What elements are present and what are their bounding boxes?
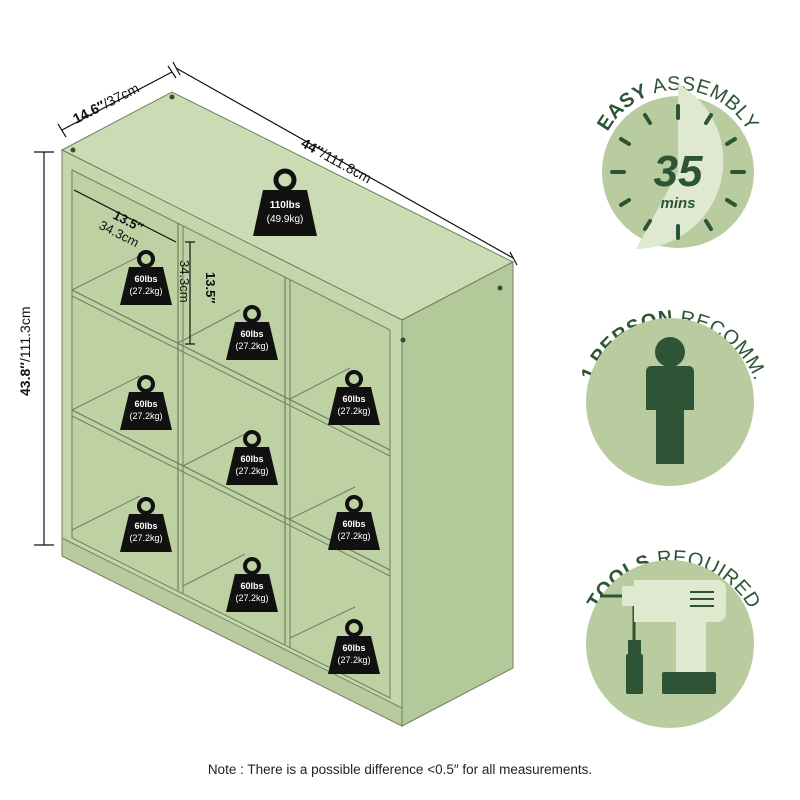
weight-cube-6: 60lbs (27.2kg) (120, 497, 172, 552)
height-inches: 43.8″ (17, 362, 33, 396)
drill-icon (600, 580, 726, 694)
weight-cube-9: 60lbs (27.2kg) (328, 619, 380, 674)
svg-text:60lbs: 60lbs (342, 394, 365, 404)
svg-text:(27.2kg): (27.2kg) (235, 466, 268, 476)
measurement-note: Note : There is a possible difference <0… (207, 762, 593, 777)
weight-icon (253, 190, 317, 236)
weight-icon (120, 514, 172, 552)
svg-text:(27.2kg): (27.2kg) (337, 531, 370, 541)
svg-text:60lbs: 60lbs (342, 643, 365, 653)
cabinet-base (61, 537, 403, 727)
assembly-unit: mins (660, 195, 695, 212)
badge-easy-assembly: EASY ASSEMBLY 35 mins (593, 73, 762, 249)
person-icon (646, 337, 694, 464)
cube-height-cm: 34.3cm (177, 260, 192, 303)
svg-text:60lbs: 60lbs (134, 521, 157, 531)
weight-icon (328, 636, 380, 674)
cabinet-side-panel (401, 261, 514, 727)
svg-text:60lbs: 60lbs (240, 329, 263, 339)
assembly-minutes: 35 (654, 147, 703, 196)
svg-text:(27.2kg): (27.2kg) (129, 411, 162, 421)
svg-text:(27.2kg): (27.2kg) (129, 533, 162, 543)
dimension-lines (34, 61, 518, 546)
weight-cube-5: 60lbs (27.2kg) (226, 430, 278, 485)
cube-height-inches: 13.5″ (203, 272, 218, 304)
weight-icon (226, 322, 278, 360)
clock-elapsed-wedge (636, 84, 724, 249)
weight-cube-3: 60lbs (27.2kg) (120, 375, 172, 430)
weight-cube-7: 60lbs (27.2kg) (328, 495, 380, 550)
clock-ticks (610, 104, 746, 240)
weight-icon (120, 267, 172, 305)
svg-text:60lbs: 60lbs (134, 274, 157, 284)
svg-text:(49.9kg): (49.9kg) (267, 214, 304, 225)
svg-text:(27.2kg): (27.2kg) (235, 593, 268, 603)
svg-text:60lbs: 60lbs (240, 454, 263, 464)
svg-text:60lbs: 60lbs (342, 519, 365, 529)
weight-cube-1: 60lbs (27.2kg) (120, 250, 172, 305)
weight-cube-4: 60lbs (27.2kg) (328, 370, 380, 425)
height-label: 43.8″/111.3cm (17, 307, 33, 396)
weight-icon (328, 387, 380, 425)
badge-one-person: 1 PERSON RECOMM. (577, 307, 770, 486)
svg-text:(27.2kg): (27.2kg) (337, 655, 370, 665)
weight-icon (226, 574, 278, 612)
badge-tools-required: TOOLS REQUIRED (583, 547, 764, 728)
weight-handle (273, 168, 297, 192)
svg-text:110lbs: 110lbs (270, 200, 301, 211)
svg-text:(27.2kg): (27.2kg) (235, 341, 268, 351)
svg-text:(27.2kg): (27.2kg) (337, 406, 370, 416)
weight-cube-8: 60lbs (27.2kg) (226, 557, 278, 612)
weight-top: 110lbs (49.9kg) (253, 168, 317, 236)
height-cm: /111.3cm (17, 307, 33, 363)
depth-cm: /37cm (100, 80, 141, 112)
svg-text:60lbs: 60lbs (134, 399, 157, 409)
weight-cube-2: 60lbs (27.2kg) (226, 305, 278, 360)
svg-text:(27.2kg): (27.2kg) (129, 286, 162, 296)
weight-icon (120, 392, 172, 430)
weight-icon (328, 512, 380, 550)
svg-text:60lbs: 60lbs (240, 581, 263, 591)
weight-icon (226, 447, 278, 485)
